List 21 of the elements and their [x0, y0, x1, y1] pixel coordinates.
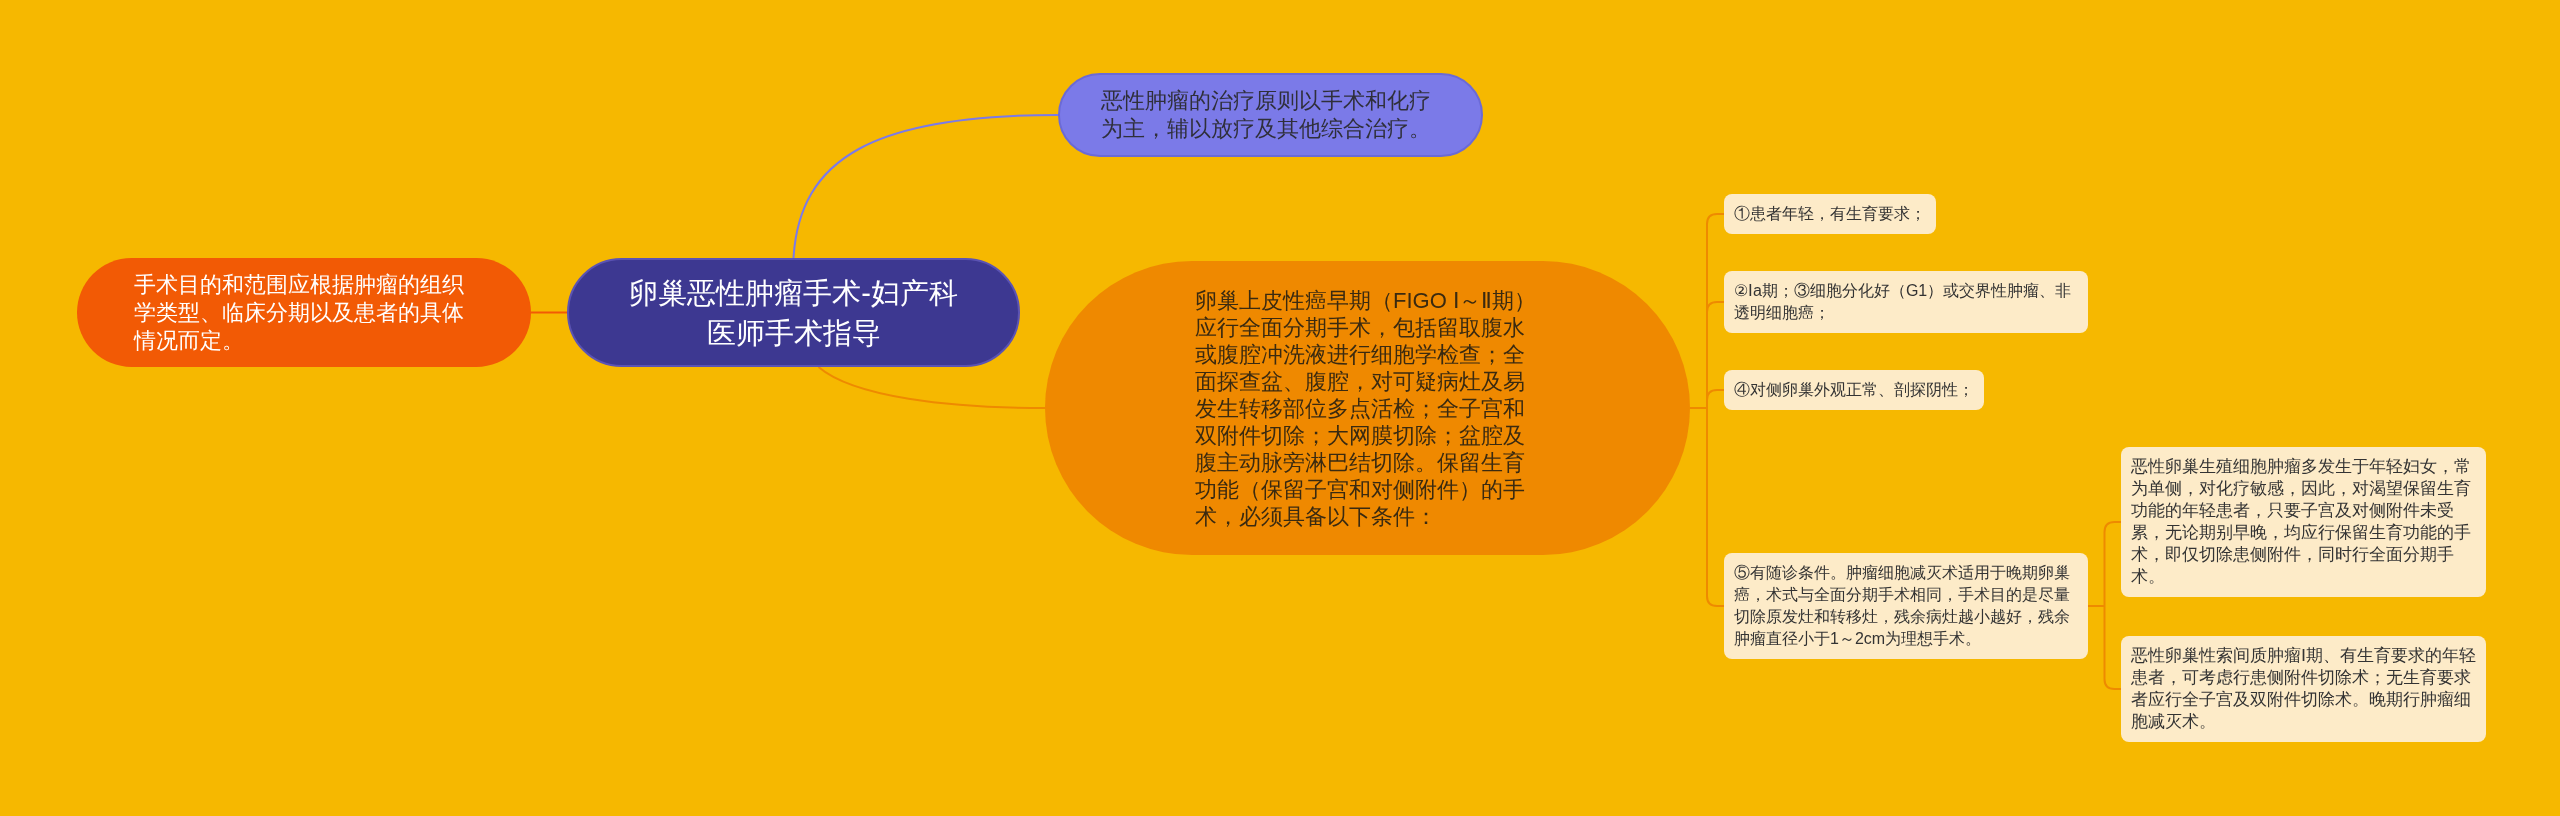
detail-text: ②Ⅰa期；③细胞分化好（G1）或交界性肿瘤、非透明细胞癌；	[1734, 281, 2073, 323]
topic-text: 卵巢上皮性癌早期（FIGO Ⅰ～Ⅱ期）应行全面分期手术，包括留取腹水或腹腔冲洗液进行细胞学检查；全面探查盆、腹腔，对可疑病灶及易发生转移部位多点活检；全子宫和双附件切除；大网膜切除；盆腔及腹主动脉旁淋巴结切除。保留生育功能（保留子宫和对侧附件）的手术，必须具备以下条件：	[1195, 286, 1537, 530]
detail-card	[1724, 370, 1984, 410]
detail-text: ⑤有随诊条件。肿瘤细胞减灭术适用于晚期卵巢癌，术式与全面分期手术相同，手术目的是尽量切除原发灶和转移灶，残余病灶越小越好，残余肿瘤直径小于1～2cm为理想手术。	[1734, 563, 2071, 649]
connector-line	[817, 366, 1046, 409]
detail-text: ①患者年轻，有生育要求；	[1734, 204, 1926, 224]
detail-card	[2121, 447, 2486, 597]
connector-line	[530, 311, 568, 314]
connector-line	[2087, 521, 2122, 690]
detail-card	[1724, 271, 2088, 333]
detail-text: 恶性卵巢性索间质肿瘤Ⅰ期、有生育要求的年轻患者，可考虑行患侧附件切除术；无生育要求者应行全子宫及双附件切除术。晚期行肿瘤细胞减灭术。	[2131, 645, 2476, 733]
detail-text: 恶性卵巢生殖细胞肿瘤多发生于年轻妇女，常为单侧，对化疗敏感，因此，对渴望保留生育功能的年轻患者，只要子宫及对侧附件未受累，无论期别早晚，均应行保留生育功能的手术，即仅切除患侧附件，同时行全面分期手术。	[2131, 456, 2472, 588]
connector-line	[792, 114, 1059, 259]
topic-text: 恶性肿瘤的治疗原则以手术和化疗为主，辅以放疗及其他综合治疗。	[1100, 87, 1432, 143]
detail-text: ④对侧卵巢外观正常、剖探阴性；	[1734, 380, 1974, 400]
detail-card	[2121, 636, 2486, 742]
topic-text: 手术目的和范围应根据肿瘤的组织学类型、临床分期以及患者的具体情况而定。	[134, 270, 465, 355]
topic-title: 卵巢恶性肿瘤手术-妇产科医师手术指导	[628, 275, 959, 351]
detail-card	[1724, 194, 1936, 234]
detail-card	[1724, 553, 2088, 659]
connector-line	[1689, 213, 1725, 607]
